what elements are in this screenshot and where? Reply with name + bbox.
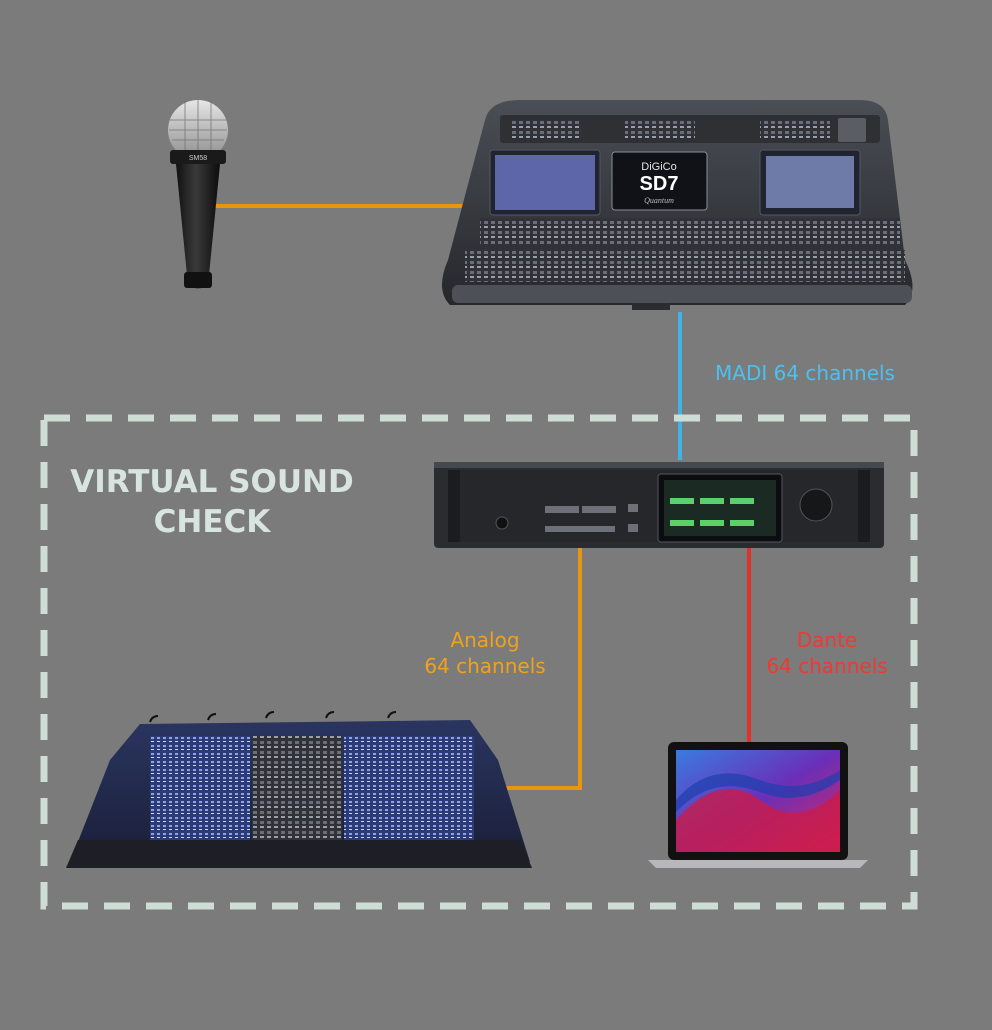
console-model: SD7	[640, 173, 679, 195]
virtual-sound-check-region	[40, 414, 918, 910]
microphone: SM58	[168, 100, 228, 289]
title-line-2: CHECK	[153, 504, 271, 540]
analog-label-line-1: Analog	[450, 628, 520, 652]
console-edition: Quantum	[644, 196, 674, 205]
stagebox-unit	[434, 462, 884, 548]
analog-console	[66, 711, 532, 868]
laptop	[648, 742, 868, 868]
virtual-sound-check-title: VIRTUAL SOUND CHECK	[62, 462, 362, 542]
title-line-1: VIRTUAL SOUND	[70, 464, 354, 500]
dante-label-line-1: Dante	[796, 628, 858, 652]
console-brand: DiGiCo	[641, 161, 676, 173]
sd7-console: DiGiCo SD7 Quantum	[441, 100, 913, 310]
dante-label-line-2: 64 channels	[766, 654, 888, 678]
connections	[214, 204, 751, 790]
dante-label: Dante 64 channels	[752, 627, 902, 679]
madi-label: MADI 64 channels	[690, 360, 920, 386]
analog-label-line-2: 64 channels	[424, 654, 546, 678]
analog-label: Analog 64 channels	[398, 627, 572, 679]
mic-badge: SM58	[189, 155, 207, 162]
madi-label-text: MADI 64 channels	[715, 361, 895, 385]
analog-line	[500, 548, 582, 790]
